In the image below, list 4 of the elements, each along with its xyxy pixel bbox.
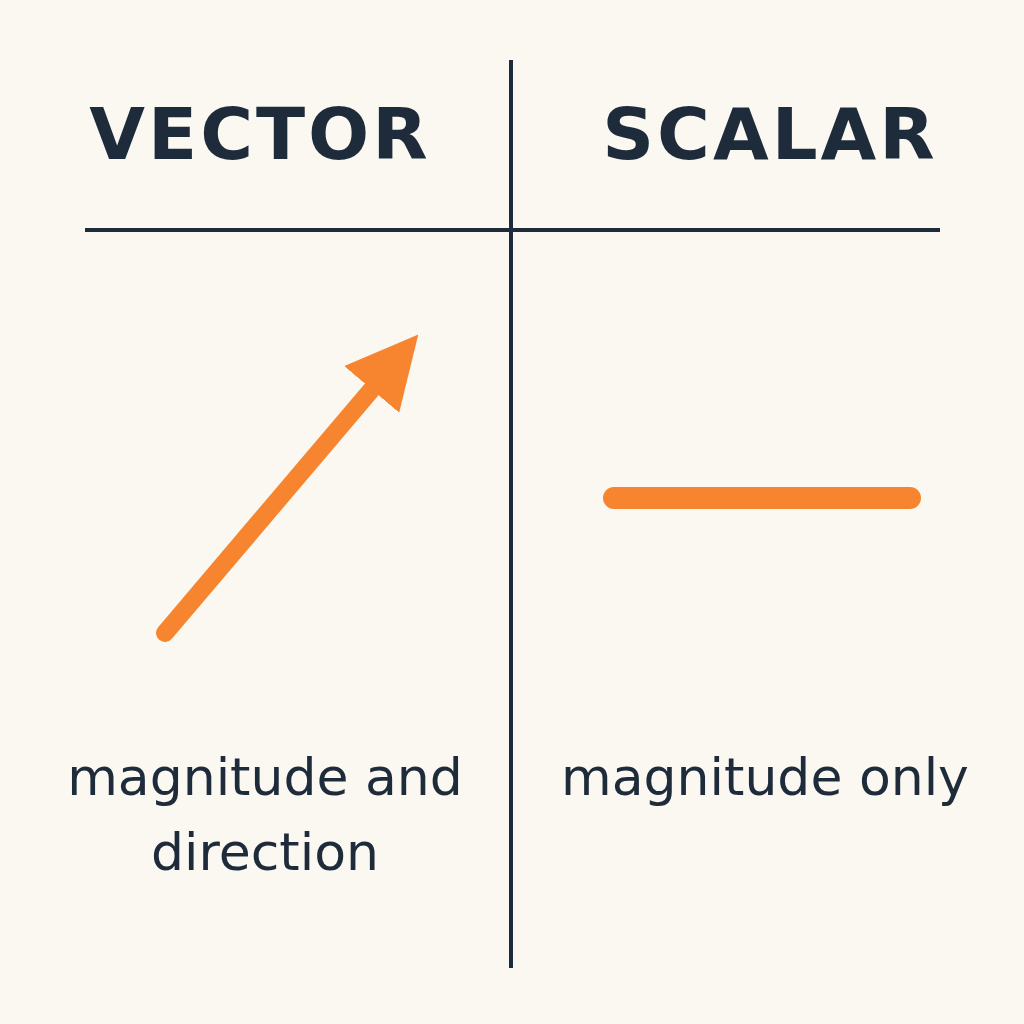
column-heading: SCALAR bbox=[601, 98, 939, 170]
description-text: magnitude only bbox=[560, 746, 970, 809]
column-heading: VECTOR bbox=[88, 98, 432, 170]
description-text: magnitude and direction bbox=[66, 746, 464, 884]
